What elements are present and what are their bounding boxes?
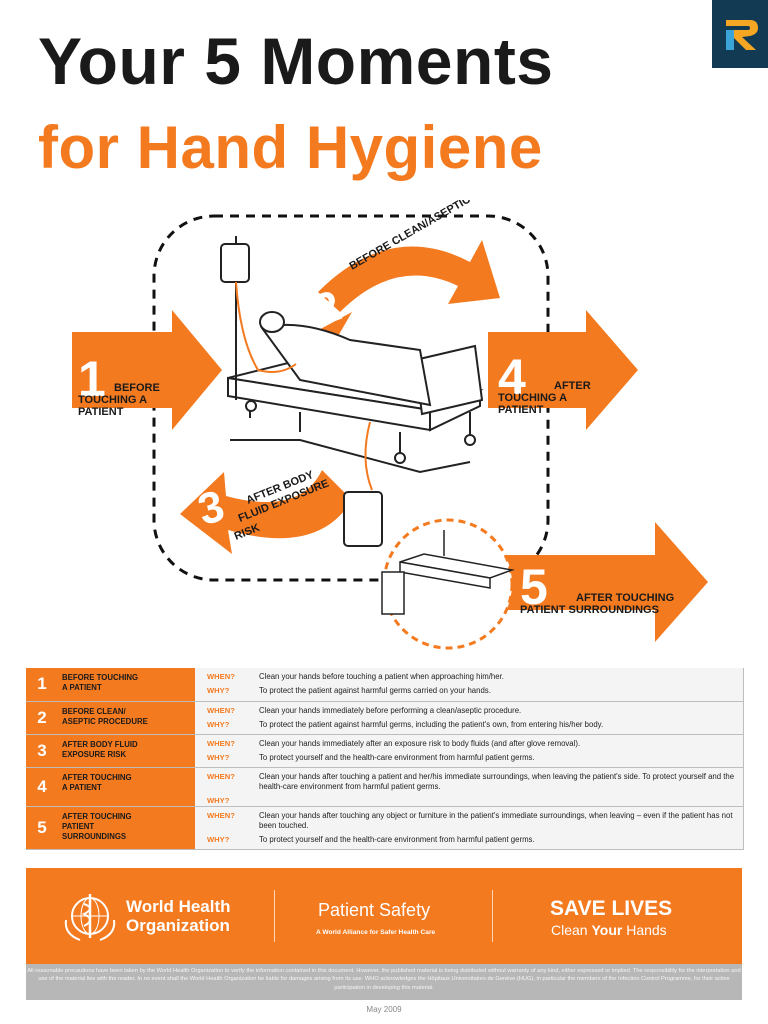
moments-table: 1 BEFORE TOUCHING A PATIENT WHEN? Clean y… (26, 668, 744, 850)
when-text: Clean your hands after touching a patien… (259, 771, 735, 791)
patient-zone-outline (152, 214, 550, 582)
why-label: WHY? (207, 752, 230, 762)
row-number: 3 (26, 734, 58, 768)
why-text: To protect the patient against harmful g… (259, 719, 604, 729)
five-moments-illustration: 1 4 5 2 3 BEFORE CLEAN/ASEPTIC PROCEDURE… (0, 157, 768, 660)
when-label: WHEN? (207, 672, 235, 681)
table-row: 2 BEFORE CLEAN/ ASEPTIC PROCEDURE WHEN? C… (26, 701, 744, 735)
who-emblem-icon (64, 894, 116, 941)
when-text: Clean your hands after touching any obje… (259, 810, 733, 830)
row-title-line: AFTER TOUCHING (62, 772, 132, 782)
when-label: WHEN? (207, 705, 235, 715)
patient-safety-subtitle: A World Alliance for Safer Health Care (316, 929, 436, 936)
who-name-line: World Health (126, 897, 231, 916)
when-text: Clean your hands before touching a patie… (259, 672, 504, 681)
save-lives-title: SAVE LIVES (550, 897, 673, 920)
row-number: 1 (26, 668, 58, 702)
who-name-line: Organization (126, 915, 230, 935)
row-title: AFTER BODY FLUID EXPOSURE RISK (58, 734, 195, 768)
footer-band: World Health Organization Patient Safety… (26, 868, 742, 964)
row-title: BEFORE TOUCHING A PATIENT (58, 668, 195, 702)
save-lives-sub-post: Hands (622, 922, 667, 938)
why-text: To protect yourself and the health-care … (259, 752, 535, 762)
iv-stand (220, 236, 250, 400)
save-lives-subtitle: Clean Your Hands (551, 922, 667, 938)
publication-date: May 2009 (366, 1005, 402, 1014)
moment-5-number: 5 (520, 559, 548, 615)
when-label: WHEN? (207, 771, 235, 781)
row-title-line: PATIENT (62, 821, 95, 831)
disclaimer-text: All reasonable precautions have been tak… (26, 964, 742, 1000)
moment-1-number: 1 (78, 351, 106, 407)
moment-4-label-line1: AFTER (554, 380, 591, 392)
save-lives-sub-bold: Your (591, 922, 623, 938)
row-title-line: BEFORE CLEAN/ (62, 706, 126, 716)
when-label: WHEN? (207, 810, 235, 820)
moment-5-label-line1: AFTER TOUCHING (576, 592, 675, 604)
bed-drawing (227, 311, 484, 474)
table-row: 1 BEFORE TOUCHING A PATIENT WHEN? Clean y… (26, 668, 744, 702)
row-title-line: ASEPTIC PROCEDURE (62, 716, 148, 726)
why-text: To protect yourself and the health-care … (259, 834, 535, 844)
row-qa: WHEN? Clean your hands after touching a p… (195, 767, 744, 807)
when-text: Clean your hands immediately after an ex… (259, 738, 581, 748)
save-lives-sub-pre: Clean (551, 922, 592, 938)
row-title-line: A PATIENT (62, 683, 102, 693)
when-label: WHEN? (207, 738, 235, 748)
row-title: BEFORE CLEAN/ ASEPTIC PROCEDURE (58, 701, 195, 735)
why-label: WHY? (207, 834, 230, 844)
row-qa: WHEN? Clean your hands immediately before… (195, 701, 744, 735)
why-text: To protect the patient against harmful g… (259, 686, 491, 696)
when-text: Clean your hands immediately before perf… (259, 705, 522, 715)
moment-1-label-line1: BEFORE (114, 382, 160, 394)
row-title-line: BEFORE TOUCHING (62, 673, 139, 682)
moment-1-label-line2: TOUCHING A (78, 394, 148, 406)
surroundings-circle (382, 518, 514, 650)
row-title-line: SURROUNDINGS (62, 831, 127, 841)
row-qa: WHEN? Clean your hands immediately after … (195, 734, 744, 768)
table-row: 3 AFTER BODY FLUID EXPOSURE RISK WHEN? Cl… (26, 734, 744, 768)
divider (492, 890, 493, 942)
row-title-line: A PATIENT (62, 782, 102, 792)
surroundings-bed (381, 530, 515, 615)
table-row: 5 AFTER TOUCHING PATIENT SURROUNDINGS WH… (26, 806, 744, 850)
why-label: WHY? (207, 719, 230, 729)
row-title-line: AFTER BODY FLUID (62, 739, 138, 749)
who-name: World Health Organization (126, 897, 231, 935)
row-title: AFTER TOUCHING A PATIENT (58, 767, 195, 807)
row-number: 5 (26, 806, 58, 850)
brand-logo (712, 0, 768, 68)
arrow-1 (72, 310, 222, 430)
page-title-line1: Your 5 Moments (38, 24, 554, 98)
moment-5-label-line2: PATIENT SURROUNDINGS (520, 604, 659, 616)
drainage-bag (343, 491, 383, 547)
arrow-5 (500, 522, 708, 642)
arrow-4 (488, 310, 638, 430)
row-title-line: AFTER TOUCHING (62, 811, 132, 821)
moment-4-label-line2: TOUCHING A (498, 392, 568, 404)
illustration-svg: 1 4 5 2 3 BEFORE CLEAN/ASEPTIC PROCEDURE… (72, 157, 708, 650)
divider (274, 890, 275, 942)
patient-safety-title: Patient Safety (318, 900, 431, 920)
arrow-3 (180, 470, 352, 554)
row-qa: WHEN? Clean your hands before touching a … (195, 668, 744, 702)
table-row: 4 AFTER TOUCHING A PATIENT WHEN? Clean yo… (26, 767, 744, 807)
moment-4-label-line3: PATIENT (498, 404, 544, 416)
row-title: AFTER TOUCHING PATIENT SURROUNDINGS (58, 806, 195, 850)
row-title-line: EXPOSURE RISK (62, 749, 127, 759)
why-label: WHY? (207, 795, 230, 805)
row-number: 2 (26, 701, 58, 735)
arrow-2 (318, 240, 500, 312)
moment-4-number: 4 (498, 349, 526, 405)
page-title-line2: for Hand Hygiene (38, 114, 543, 181)
moment-1-label-line3: PATIENT (78, 406, 124, 418)
row-qa: WHEN? Clean your hands after touching any… (195, 806, 744, 850)
row-number: 4 (26, 767, 58, 807)
why-label: WHY? (207, 686, 230, 696)
why-text (259, 796, 267, 806)
